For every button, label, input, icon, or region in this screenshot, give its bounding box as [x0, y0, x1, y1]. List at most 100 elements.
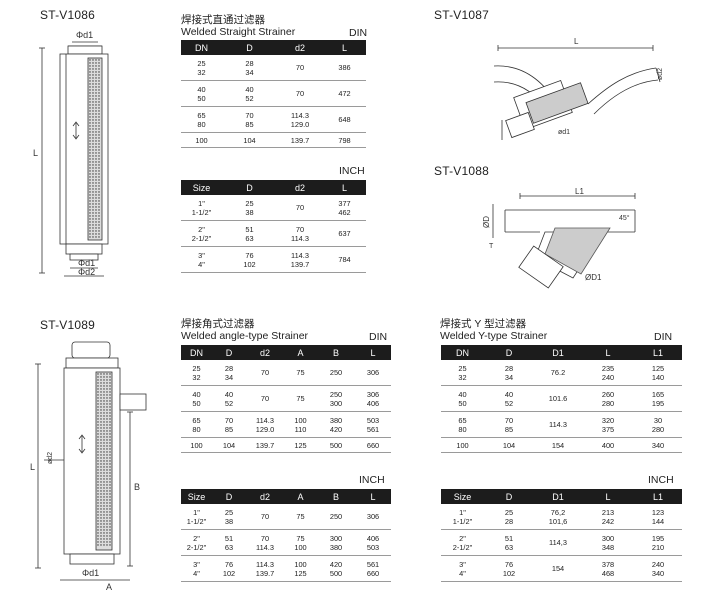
cell-value: 52	[224, 398, 234, 408]
table-cell: 75	[284, 360, 317, 386]
dim-label-d1: Φd1	[78, 258, 95, 268]
cell-value: 240	[651, 559, 665, 569]
mesh-pattern	[89, 59, 100, 238]
cell-value: 76,2	[550, 507, 566, 517]
title-cn: 焊接式直通过滤器	[181, 14, 265, 26]
cell-value: 300	[329, 533, 343, 543]
dim-label-d2: ød2	[47, 452, 54, 464]
title-cn: 焊接式 Y 型过滤器	[440, 318, 527, 330]
column-header: d2	[246, 345, 284, 360]
cell-value: 76	[245, 250, 254, 260]
table-cell: 100	[441, 437, 484, 453]
cell-value: 70	[295, 224, 305, 234]
cell-value: 32	[458, 372, 467, 382]
table-cell: 1"1-1/2"	[441, 504, 484, 530]
table-cell: 75	[284, 504, 317, 530]
cell-value: 660	[366, 568, 380, 578]
column-header: DN	[181, 345, 212, 360]
cell-value: 3"	[459, 559, 466, 569]
cell-value: 28	[504, 363, 514, 373]
table-cell: 100	[181, 437, 212, 453]
cell-value: 2-1/2"	[191, 233, 212, 243]
cell-value: 280	[651, 424, 665, 434]
column-header: A	[284, 489, 317, 504]
cell-value: 123	[651, 507, 665, 517]
cell-value: 348	[601, 542, 615, 552]
cell-value: 114.3	[291, 110, 309, 120]
column-header: D1	[534, 345, 582, 360]
cell-value: 40	[245, 84, 254, 94]
cell-value: 380	[329, 542, 343, 552]
model-label-st-v1089: ST-V1089	[40, 318, 95, 332]
table-cell: 340	[634, 437, 682, 453]
table-cell: 104	[484, 437, 534, 453]
column-header: Size	[181, 489, 212, 504]
unit-din: DIN	[349, 27, 368, 39]
column-header: D	[222, 40, 277, 55]
cell-value: 242	[601, 516, 615, 526]
cell-value: 28	[224, 363, 234, 373]
column-header: d2	[246, 489, 284, 504]
title-en: Welded Y-type Strainer	[440, 330, 548, 342]
unit-inch: INCH	[339, 165, 365, 177]
dim-label-L: L	[30, 462, 35, 472]
table-cell: 500	[317, 437, 355, 453]
column-header: L	[323, 40, 366, 55]
cell-value: 65	[192, 415, 201, 425]
cell-value: 129.0	[290, 119, 310, 129]
cell-value: 32	[197, 67, 206, 77]
cell-value: 2"	[198, 224, 205, 234]
cell-value: 125	[294, 568, 307, 578]
cell-value: 85	[245, 119, 254, 129]
cell-value: 40	[458, 389, 467, 399]
cell-value: 280	[601, 398, 615, 408]
cell-value: 38	[245, 207, 254, 217]
cell-value: 503	[366, 542, 380, 552]
cell-value: 500	[329, 568, 343, 578]
cell-value: 28	[504, 516, 514, 526]
table-cell: 472	[323, 80, 366, 107]
table-cell: 104	[222, 132, 277, 148]
cell-value: 2"	[459, 533, 466, 543]
dim-label-45: 45°	[619, 214, 630, 222]
cell-value: 1-1/2"	[191, 207, 212, 217]
cell-value: 102	[502, 568, 516, 578]
cell-value: 240	[601, 372, 615, 382]
column-header: L	[582, 345, 634, 360]
cell-value: 406	[366, 398, 380, 408]
table-cell: 3"4"	[181, 555, 212, 582]
cell-value: 1"	[198, 198, 205, 208]
cell-value: 235	[601, 363, 615, 373]
cell-value: 380	[329, 415, 343, 425]
